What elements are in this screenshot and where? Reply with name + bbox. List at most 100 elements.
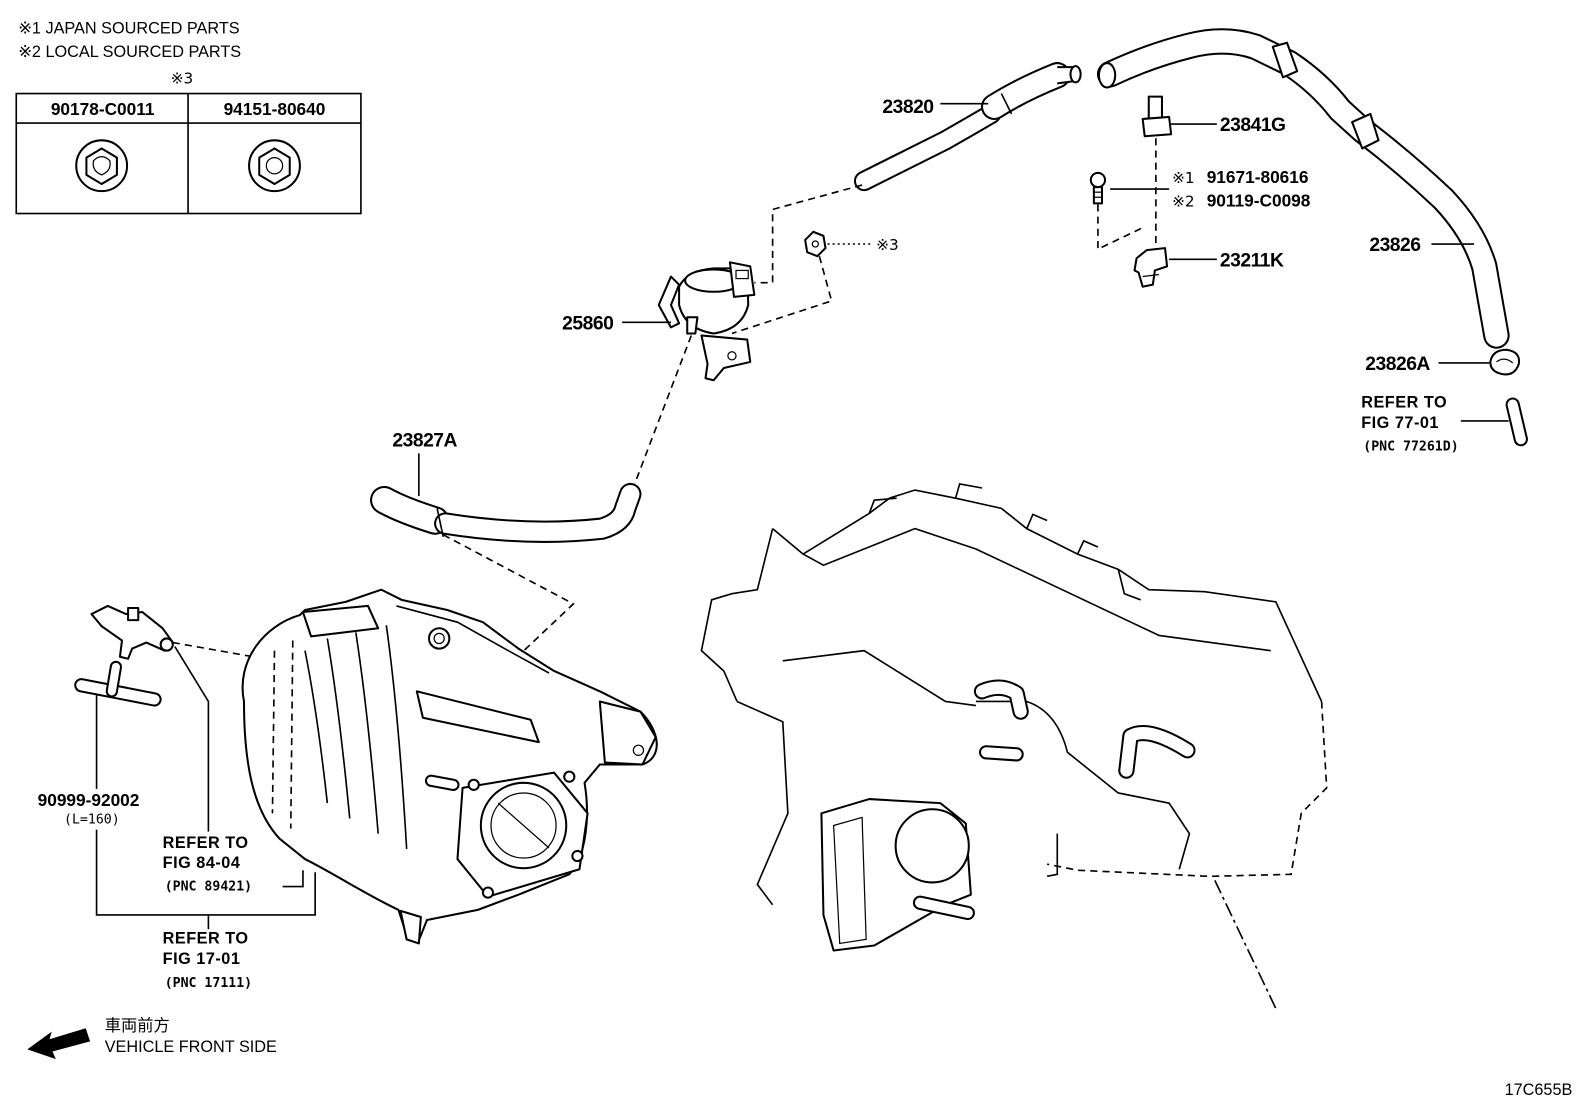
clip-23826A-inner-edge (1496, 358, 1514, 364)
vsv-25860: 25860 (562, 184, 863, 491)
bracket-23211K-label: 23211K (1220, 250, 1284, 271)
clip-23826A-ring (1489, 348, 1521, 376)
hose-23826-clamp-lower (1351, 112, 1380, 150)
ref-fig-84-04: REFER TO FIG 84-04 (PNC 89421) (163, 834, 304, 895)
bracket-23211K: 23211K (1133, 247, 1284, 288)
engine-cover-notch-3 (1026, 513, 1048, 529)
vehicle-front-indicator: 車両前方 VEHICLE FRONT SIDE (27, 1017, 277, 1060)
hose-23827A-inner-sleeve (372, 487, 448, 533)
engine (700, 482, 1328, 1009)
sensor-assembly (90, 604, 174, 660)
vsv-25860-label: 25860 (562, 313, 613, 334)
flange-bolt-2 (563, 770, 576, 783)
hose-23826-label: 23826 (1369, 235, 1421, 256)
engine-pipe-inner (981, 747, 1022, 760)
engine-cam-cover-top (802, 489, 1323, 702)
hose-90999-inner-main (76, 680, 160, 705)
ref-fig-17-01-line-2: FIG 17-01 (163, 950, 241, 968)
hose-23827A: 23827A (370, 430, 642, 743)
bolt-head (1089, 171, 1107, 189)
throttle-bore-inner (490, 792, 557, 859)
sensor-leader (174, 646, 210, 832)
engine-throttle-side-plate (832, 816, 867, 945)
ref-fig-77-01-line-1: REFER TO (1361, 394, 1447, 412)
hose-23827A-sleeve-edge (436, 508, 445, 537)
hose-23826-clamp-upper (1271, 41, 1299, 79)
hose-23820-label: 23820 (882, 97, 933, 118)
nut-2-hex (258, 147, 291, 186)
bolt-local-marker: ※2 (1172, 192, 1194, 210)
nut-table: ※3 90178-C0011 94151-80640 (15, 69, 362, 215)
hose-23827A-label: 23827A (392, 430, 457, 451)
engine-hose-right-inner (1120, 727, 1194, 777)
clip-23826A-label: 23826A (1365, 354, 1430, 375)
nut-icon-1 (75, 139, 129, 193)
vsv-25860-connector (728, 261, 756, 298)
ref-fig-17-01-line-1: REFER TO (163, 929, 249, 947)
throttle-plate (497, 802, 550, 849)
manifold-lower-bracket (399, 909, 422, 945)
bracket-23211K-body (1133, 247, 1169, 288)
flange-bolt-3 (571, 849, 584, 863)
engine-left-lower (736, 700, 789, 906)
fitting-23841G-label: 23841G (1220, 115, 1286, 136)
engine-right-hidden-edge (1046, 701, 1328, 878)
nut-table-col-1-number: 90178-C0011 (51, 99, 155, 119)
bolt-japan-marker: ※1 (1172, 169, 1194, 187)
hose-23820: 23820 (853, 62, 1082, 192)
bolt-local-number: 90119-C0098 (1207, 190, 1311, 210)
nut-ref-marker: ※3 (876, 236, 898, 254)
hose-90999-92002: 90999-92002 (L=160) (38, 660, 316, 916)
front-arrow-icon (27, 1028, 91, 1060)
vsv-25860-connector-latch (735, 269, 749, 280)
manifold-nipple-inner (426, 776, 458, 789)
fitting-23841G-nipple (1147, 95, 1163, 120)
sensor-connector-pin (127, 606, 140, 622)
hose-23826-inner (1098, 30, 1508, 347)
hose-23826: 23826 (1096, 28, 1510, 349)
hose-90999-length: (L=160) (64, 812, 120, 827)
ref-fig-84-04-leader (282, 870, 304, 888)
engine-leader (1214, 880, 1277, 1009)
hose-23827A-inner (436, 484, 640, 541)
hose-23820-inner-lower (855, 105, 1000, 190)
hose-23820-sleeve-mark (1000, 93, 1013, 115)
bracket-23211K-fold (1142, 273, 1160, 278)
nut-ref: ※3 (731, 230, 899, 335)
engine-hose-left-inner (975, 681, 1027, 718)
note-local-sourced: ※2 LOCAL SOURCED PARTS (18, 43, 241, 61)
manifold-top-bar (301, 604, 380, 638)
hose-23826-open-end (1097, 62, 1117, 89)
manifold-hidden-edge-2 (289, 640, 294, 829)
ref-fig-17-01: REFER TO FIG 17-01 (PNC 17111) (163, 914, 252, 991)
manifold-runner-4 (385, 625, 408, 849)
manifold-surge-channel (415, 690, 540, 744)
hose-90999-inner-branch (107, 662, 120, 696)
nut-1-lock-profile (92, 155, 111, 176)
vsv-25860-port (686, 316, 699, 335)
pipe-fig-77-01-inner (1507, 399, 1526, 445)
pipe-fig-77-01: REFER TO FIG 77-01 (PNC 77261D) (1361, 394, 1528, 454)
manifold-mount-bracket (598, 700, 657, 766)
manifold-port-boss (427, 627, 451, 650)
vsv-25860-mount-bracket (700, 334, 752, 382)
engine-cover-notch-5 (1117, 569, 1141, 601)
engine-left-side (700, 528, 774, 702)
bolt-japan-number: 91671-80616 (1207, 167, 1309, 187)
hose-23820-inner-upper (983, 64, 1069, 118)
ref-fig-77-01-line-2: FIG 77-01 (1361, 414, 1439, 432)
clip-23826A: 23826A (1365, 348, 1521, 376)
vsv-25860-bracket-arm (657, 275, 681, 329)
engine-cover-notch-4 (1076, 539, 1099, 555)
bolt: ※1 91671-80616 ※2 90119-C0098 (1089, 167, 1311, 251)
flange-bolt-4 (481, 886, 495, 899)
manifold-port-bore (433, 632, 445, 645)
fitting-23841G: 23841G (1141, 95, 1286, 255)
hose-90999-label: 90999-92002 (38, 790, 140, 810)
sensor-mount-hole (159, 637, 174, 652)
manifold-hidden-edge-1 (271, 650, 276, 814)
bolt-assembly-line (1097, 204, 1144, 251)
direction-japanese: 車両前方 (105, 1017, 170, 1035)
nut-icon-2 (248, 139, 301, 193)
